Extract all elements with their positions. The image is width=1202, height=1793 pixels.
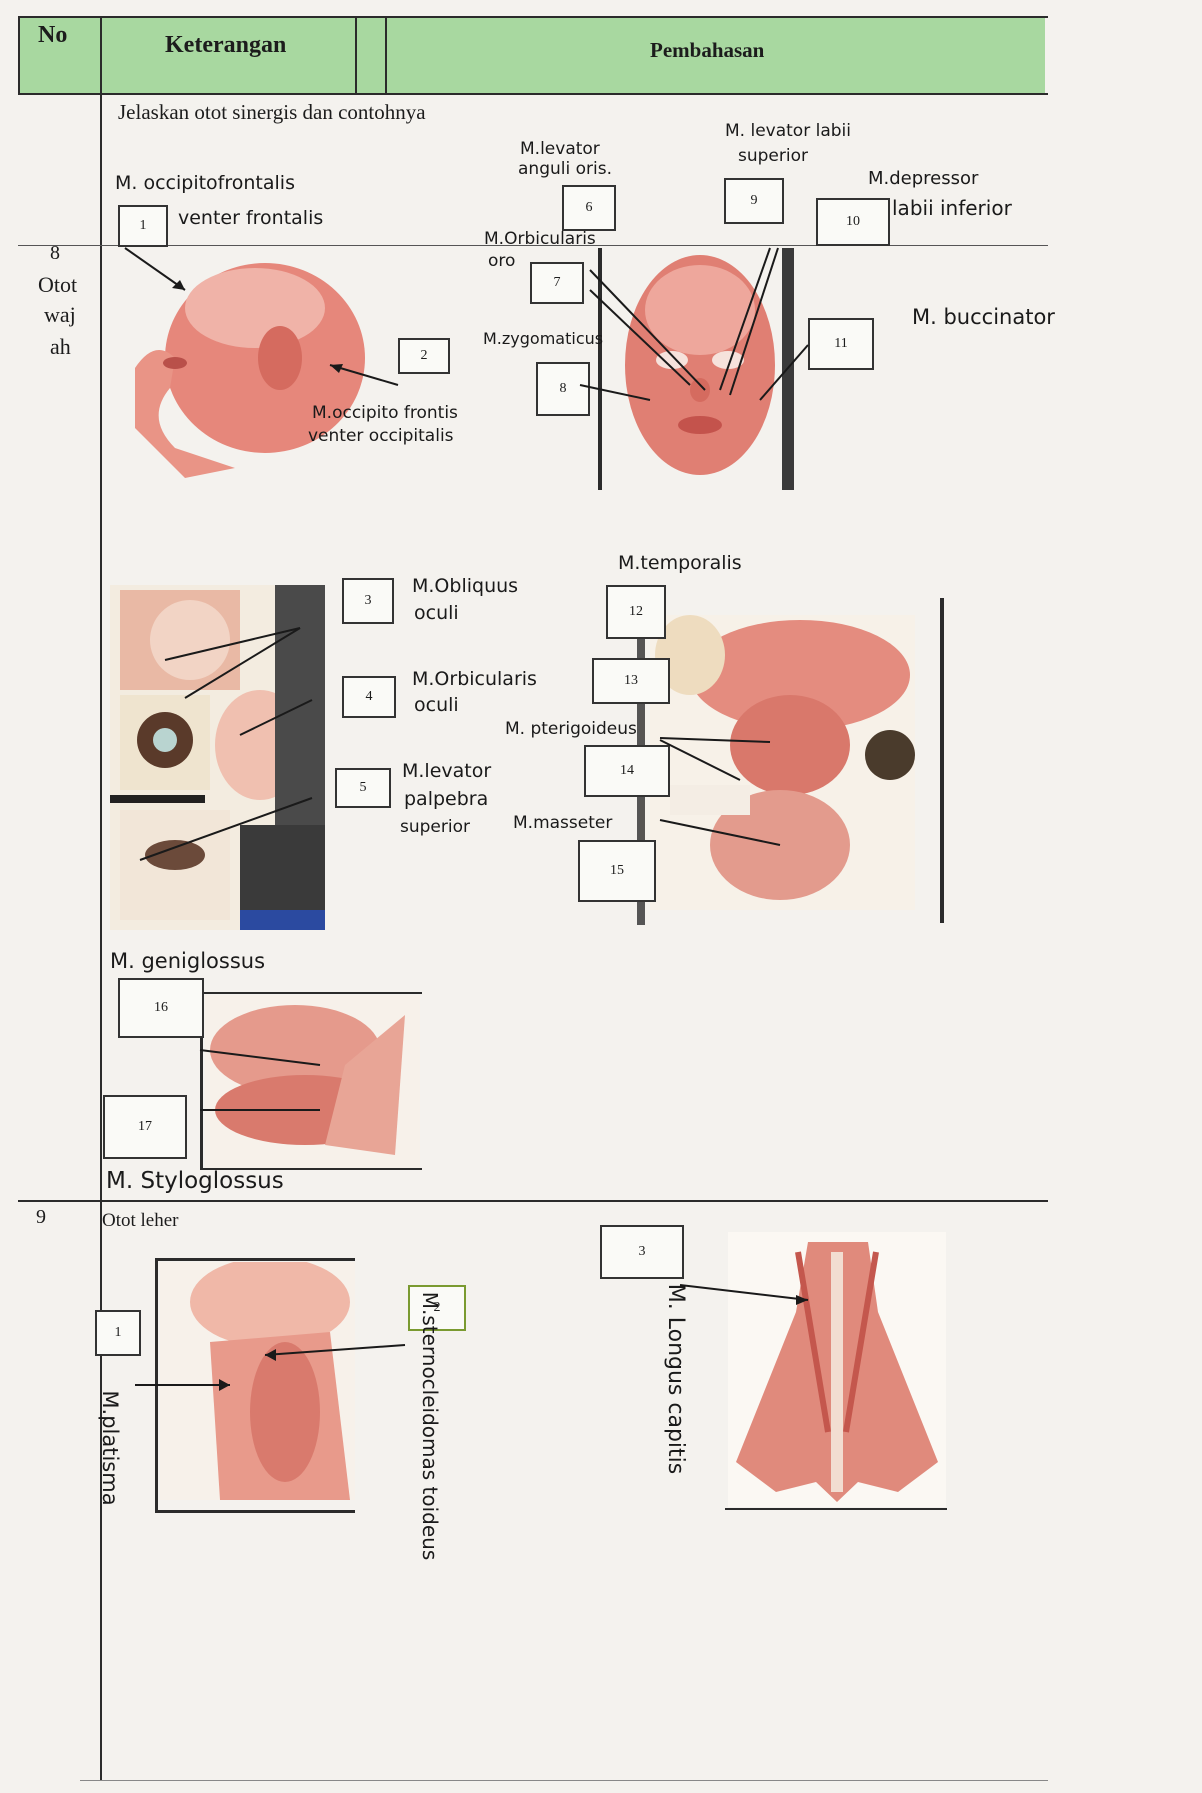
table-bottom-line	[80, 1780, 1048, 1781]
label-box-2: 2	[398, 338, 450, 374]
tongue-muscle-image	[205, 995, 420, 1170]
face-frame-left-bar	[598, 248, 602, 490]
label-occipitofrontalis-frontalis-2: venter frontalis	[178, 207, 323, 229]
label-box-11: 11	[808, 318, 874, 370]
label-levator-anguli-oris: M.levator	[520, 138, 600, 160]
label-box-4: 4	[342, 676, 396, 718]
label-temporalis: M.temporalis	[618, 552, 742, 574]
jaw-frame-right-bar	[940, 598, 944, 923]
label-levator-palpebra-superior-3: superior	[400, 816, 470, 838]
row9-number: 9	[36, 1206, 46, 1229]
label-box-14: 14	[584, 745, 670, 797]
label-depressor-labii-inferior-2: labii inferior	[892, 197, 1012, 219]
label-occipitofrontalis-occipitalis-2: venter occipitalis	[308, 425, 454, 447]
label-obliquus-oculi: M.Obliquus	[412, 575, 518, 597]
label-zygomaticus: M.zygomaticus	[483, 328, 603, 350]
label-levator-palpebra-superior: M.levator	[402, 760, 491, 782]
question-text: Jelaskan otot sinergis dan contohnya	[118, 100, 426, 125]
row9-top-line	[18, 1200, 1048, 1202]
label-box-16: 16	[118, 978, 204, 1038]
eye-muscle-collage-image	[110, 585, 325, 930]
label-box-9: 9	[724, 178, 784, 224]
table-border-left	[18, 16, 20, 94]
row9-title: Otot leher	[102, 1210, 179, 1232]
label-box-12: 12	[606, 585, 666, 639]
neck-side-muscle-image	[160, 1262, 355, 1500]
neck-frame-bottom	[155, 1510, 355, 1513]
table-header-bottom	[18, 93, 1048, 95]
face-front-muscle-image	[610, 250, 790, 490]
label-levator-labii-superior-2: superior	[738, 145, 808, 167]
label-levator-labii-superior: M. levator labii	[725, 120, 851, 142]
label-box-5: 5	[335, 768, 391, 808]
label-longus-capitis: M. Longus capitis	[664, 1259, 686, 1499]
label-box-7: 7	[530, 262, 584, 304]
label-masseter: M.masseter	[513, 812, 612, 834]
label-occipitofrontalis-frontalis: M. occipitofrontalis	[115, 172, 295, 194]
label-box-6: 6	[562, 185, 616, 231]
row8-number: 8	[50, 242, 60, 265]
label-box-10: 10	[816, 198, 890, 246]
neck-back-muscle-image	[728, 1232, 946, 1507]
label-levator-anguli-oris-2: anguli oris.	[518, 158, 612, 180]
row8-label-line1: Otot	[38, 272, 77, 298]
label-box-15: 15	[578, 840, 656, 902]
neck-back-frame-bottom	[725, 1508, 947, 1510]
neck-frame-top	[155, 1258, 355, 1261]
label-levator-palpebra-superior-2: palpebra	[404, 788, 488, 810]
label-orbicularis-oculi-2: oculi	[414, 694, 459, 716]
label-styloglossus: M. Styloglossus	[106, 1170, 284, 1192]
label-geniglossus: M. geniglossus	[110, 950, 265, 972]
face-frame-right-bar	[782, 248, 794, 490]
label-obliquus-oculi-2: oculi	[414, 602, 459, 624]
tongue-frame-top	[200, 992, 422, 994]
label-orbicularis-oris-2: oro	[488, 250, 515, 272]
label-box-17: 17	[103, 1095, 187, 1159]
label-orbicularis-oris: M.Orbicularis	[484, 228, 596, 250]
table-border-top	[18, 16, 1048, 18]
label-platisma: M.platisma	[99, 1348, 121, 1548]
label-box-1: 1	[118, 205, 168, 247]
label-box-13: 13	[592, 658, 670, 704]
table-col-divider-header1	[355, 16, 357, 94]
table-col-divider-header2	[385, 16, 387, 94]
neck-frame-left	[155, 1258, 158, 1513]
header-pembahasan: Pembahasan	[650, 38, 764, 63]
label-box-8: 8	[536, 362, 590, 416]
label-buccinator: M. buccinator	[912, 306, 1055, 328]
jaw-muscle-image	[650, 615, 915, 910]
label-orbicularis-oculi: M.Orbicularis	[412, 668, 537, 690]
label-depressor-labii-inferior: M.depressor	[868, 168, 978, 190]
row8-label-line2: waj	[44, 302, 76, 328]
label-pterigoideus: M. pterigoideus	[505, 718, 637, 740]
header-keterangan: Keterangan	[165, 32, 286, 59]
header-no: No	[38, 22, 67, 49]
label-sternocleidomastoideus: M.sternocleidomas toideus	[419, 1291, 441, 1561]
row8-label-line3: ah	[50, 334, 71, 360]
label-occipitofrontalis-occipitalis: M.occipito frontis	[312, 402, 458, 424]
label-box-3: 3	[342, 578, 394, 624]
